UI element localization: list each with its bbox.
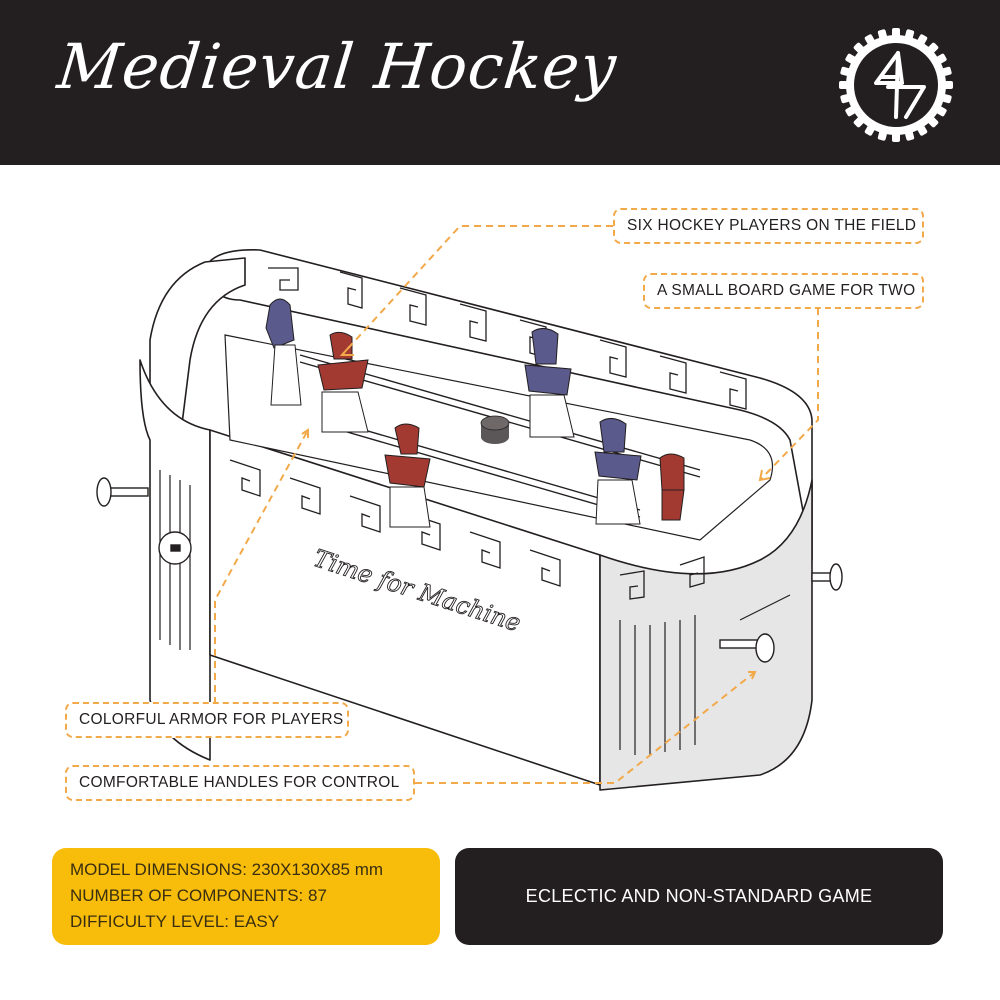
gear-tooth [845,53,857,65]
callout-comfortable-handles: COMFORTABLE HANDLES FOR CONTROL [65,765,415,801]
callout-leaders [214,225,819,784]
gear-tooth [892,28,900,38]
greek-key-front [229,459,705,600]
callout-text: SIX HOCKEY PLAYERS ON THE FIELD [627,217,917,234]
player-red-1 [317,331,369,433]
callout-text: A SMALL BOARD GAME FOR TWO [657,282,916,299]
gear-tooth [904,129,915,141]
gear-tooth [892,132,900,142]
gear-tooth [940,93,952,104]
callout-text: COLORFUL ARMOR FOR PLAYERS [79,711,344,728]
gear-tooth [877,29,888,41]
player-blue-3 [594,418,642,525]
gear-logo-icon [839,28,953,142]
gear-tooth [845,105,857,117]
gear-tooth [904,29,915,41]
tagline-box: ECLECTIC AND NON-STANDARD GAME [455,848,943,945]
gear-tooth [864,34,876,46]
gear-tooth [935,105,947,117]
control-handles [96,477,843,663]
gear-tooth [853,42,865,54]
hockey-puck [480,415,510,444]
greek-key-back [268,267,747,410]
player-red-2 [384,423,431,528]
spec-components: NUMBER OF COMPONENTS: 87 [70,886,327,905]
player-blue-1 [265,298,302,406]
spec-dimensions: MODEL DIMENSIONS: 230X130X85 mm [70,860,384,879]
gear-tooth [916,124,928,136]
gear-tooth [935,53,947,65]
tagline-text: ECLECTIC AND NON-STANDARD GAME [525,886,873,906]
gear-tooth [839,81,849,89]
gear-tooth [853,116,865,128]
callout-colorful-armor: COLORFUL ARMOR FOR PLAYERS [65,702,349,738]
leader-arrowheads [301,345,771,680]
gear-tooth [943,81,953,89]
player-blue-2 [524,328,575,438]
callout-text: COMFORTABLE HANDLES FOR CONTROL [79,774,400,791]
header-banner: Medieval Hockey [0,0,1000,165]
gear-tooth [840,66,852,77]
callout-board-game: A SMALL BOARD GAME FOR TWO [643,273,924,309]
player-red-3 [659,453,685,521]
gear-tooth [940,66,952,77]
callout-six-players: SIX HOCKEY PLAYERS ON THE FIELD [613,208,924,244]
specs-box: MODEL DIMENSIONS: 230X130X85 mm NUMBER O… [52,848,440,945]
gear-tooth [916,34,928,46]
gear-tooth [927,42,939,54]
gear-tooth [840,93,852,104]
spec-difficulty: DIFFICULTY LEVEL: EASY [70,912,280,931]
gear-tooth [927,116,939,128]
gear-tooth [864,124,876,136]
gear-tooth [877,129,888,141]
